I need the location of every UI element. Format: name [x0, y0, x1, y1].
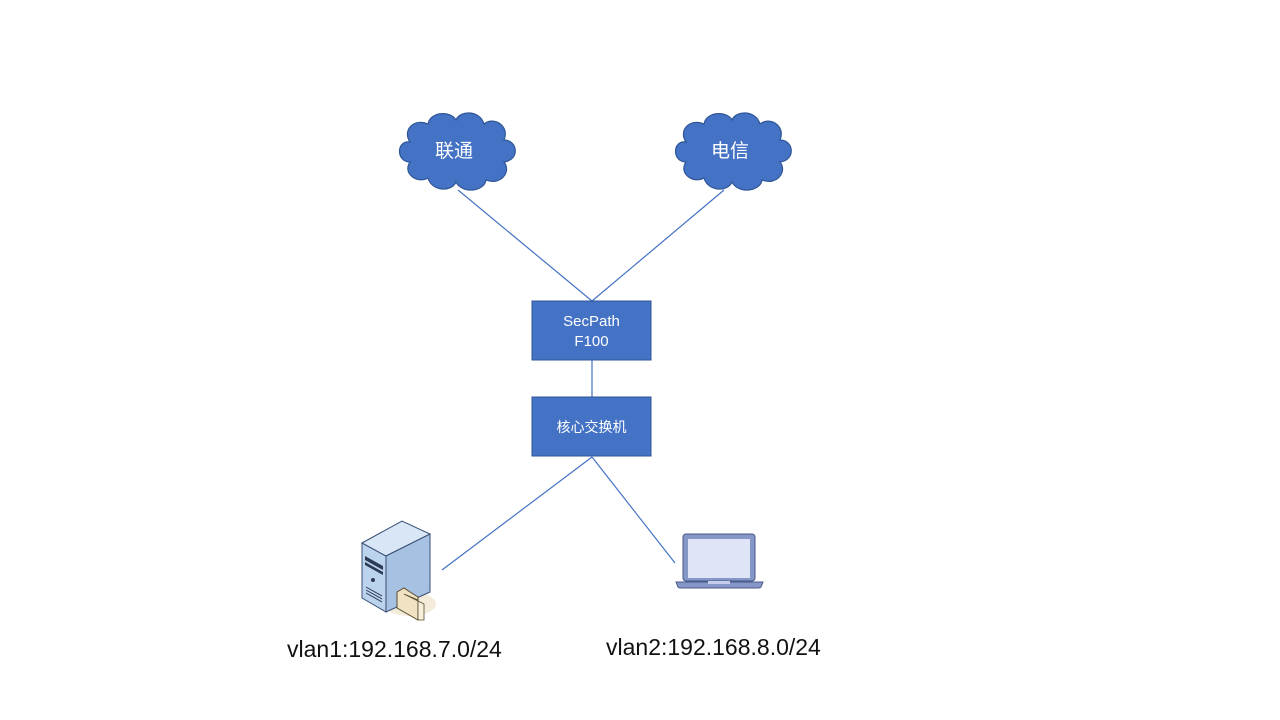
cloud-icon — [674, 112, 792, 191]
laptop-icon — [675, 533, 764, 589]
server-node[interactable] — [360, 520, 436, 621]
link-unicom-firewall — [457, 189, 593, 302]
cloud-unicom[interactable]: 联通 — [398, 112, 516, 191]
cloud-label: 联通 — [435, 140, 473, 162]
core-switch-box — [531, 396, 652, 457]
firewall-node[interactable]: SecPath F100 — [531, 300, 652, 361]
cloud-telecom[interactable]: 电信 — [674, 112, 792, 191]
link-switch-server — [441, 456, 593, 571]
cloud-icon — [398, 112, 516, 191]
core-switch-label: 核心交换机 — [557, 419, 627, 436]
laptop-node[interactable] — [675, 533, 764, 589]
firewall-label-line1: SecPath — [563, 313, 620, 330]
cloud-label: 电信 — [711, 140, 749, 162]
vlan2-label: vlan2:192.168.8.0/24 — [606, 634, 821, 660]
server-icon — [360, 520, 436, 621]
vlan1-label: vlan1:192.168.7.0/24 — [287, 636, 502, 662]
core-switch-node[interactable]: 核心交换机 — [531, 396, 652, 457]
firewall-box — [531, 300, 652, 361]
link-telecom-firewall — [591, 189, 725, 302]
firewall-label-line2: F100 — [574, 333, 608, 350]
link-switch-laptop — [591, 456, 676, 564]
